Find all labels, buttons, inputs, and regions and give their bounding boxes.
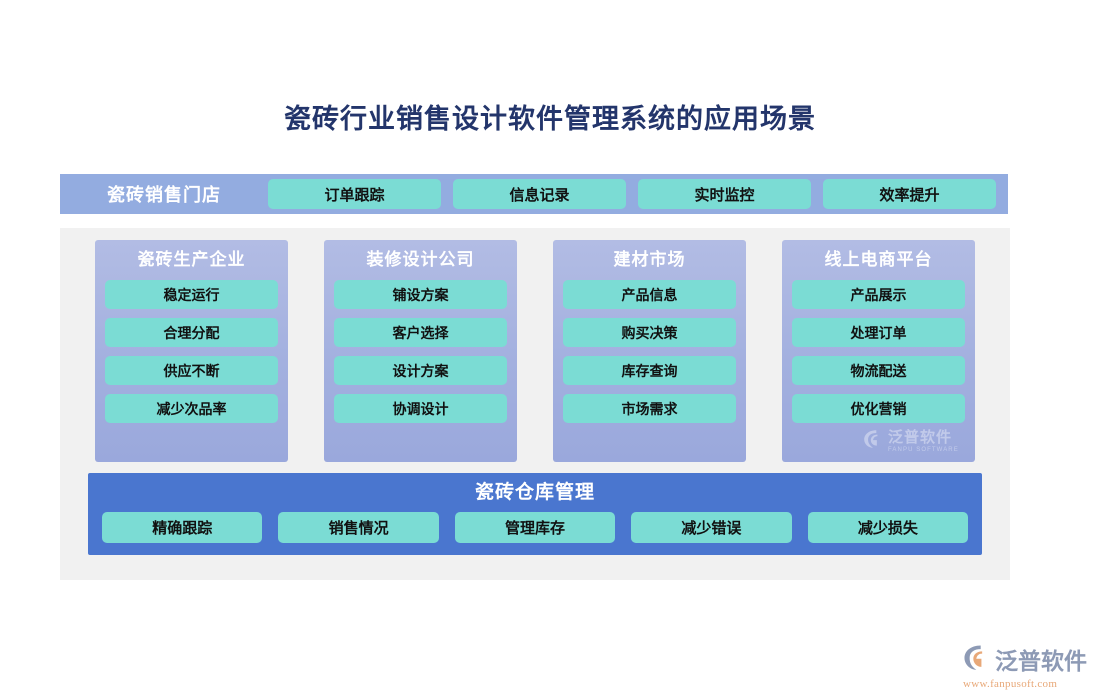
corner-logo-url: www.fanpusoft.com xyxy=(963,678,1058,690)
bottom-bar-title: 瓷砖仓库管理 xyxy=(474,482,595,503)
header-bar: 瓷砖销售门店 订单跟踪 信息记录 实时监控 效率提升 xyxy=(60,174,1008,214)
column-item-customer-choice[interactable]: 客户选择 xyxy=(334,318,507,347)
header-title: 瓷砖销售门店 xyxy=(107,185,221,205)
bottom-item-sales-status[interactable]: 销售情况 xyxy=(278,512,439,543)
bottom-bar-items: 精确跟踪 销售情况 管理库存 减少错误 减少损失 xyxy=(102,512,969,543)
column-item-laying-plan[interactable]: 铺设方案 xyxy=(334,280,507,309)
column-item-reasonable-allocation[interactable]: 合理分配 xyxy=(105,318,278,347)
column-item-inventory-query[interactable]: 库存查询 xyxy=(563,356,736,385)
corner-logo-row: 泛普软件 xyxy=(962,644,1087,677)
corner-logo: 泛普软件 www.fanpusoft.com xyxy=(962,644,1087,690)
corner-logo-name: 泛普软件 xyxy=(995,647,1087,674)
column-item-reduce-defect-rate[interactable]: 减少次品率 xyxy=(105,394,278,423)
column-item-coordinated-design[interactable]: 协调设计 xyxy=(334,394,507,423)
bottom-item-precise-tracking[interactable]: 精确跟踪 xyxy=(102,512,263,543)
column-card-online-ecommerce-platform[interactable]: 线上电商平台 产品展示 处理订单 物流配送 优化营销 xyxy=(782,240,975,462)
header-pill-order-tracking[interactable]: 订单跟踪 xyxy=(268,179,441,209)
column-item-optimize-marketing[interactable]: 优化营销 xyxy=(792,394,965,423)
bottom-item-manage-inventory[interactable]: 管理库存 xyxy=(454,512,616,543)
bottom-item-reduce-errors[interactable]: 减少错误 xyxy=(631,512,792,543)
column-item-market-demand[interactable]: 市场需求 xyxy=(563,394,736,423)
column-title: 装修设计公司 xyxy=(366,250,475,269)
page-title: 瓷砖行业销售设计软件管理系统的应用场景 xyxy=(284,104,816,134)
bottom-bar-warehouse-management: 瓷砖仓库管理 精确跟踪 销售情况 管理库存 减少错误 减少损失 xyxy=(88,473,982,555)
column-card-tile-manufacturer[interactable]: 瓷砖生产企业 稳定运行 合理分配 供应不断 减少次品率 xyxy=(95,240,288,462)
column-card-decoration-design-company[interactable]: 装修设计公司 铺设方案 客户选择 设计方案 协调设计 xyxy=(324,240,517,462)
column-item-product-display[interactable]: 产品展示 xyxy=(792,280,965,309)
column-card-building-materials-market[interactable]: 建材市场 产品信息 购买决策 库存查询 市场需求 xyxy=(553,240,746,462)
column-title: 建材市场 xyxy=(613,250,686,269)
column-item-continuous-supply[interactable]: 供应不断 xyxy=(105,356,278,385)
column-item-stable-operation[interactable]: 稳定运行 xyxy=(105,280,278,309)
column-title: 线上电商平台 xyxy=(824,250,933,269)
column-item-logistics-delivery[interactable]: 物流配送 xyxy=(792,356,965,385)
column-item-design-plan[interactable]: 设计方案 xyxy=(334,356,507,385)
header-pill-information-record[interactable]: 信息记录 xyxy=(453,179,626,209)
header-pill-realtime-monitoring[interactable]: 实时监控 xyxy=(638,179,811,209)
column-title: 瓷砖生产企业 xyxy=(137,250,246,269)
fanpu-brand-icon xyxy=(962,644,992,677)
bottom-item-reduce-losses[interactable]: 减少损失 xyxy=(807,512,969,543)
column-item-process-orders[interactable]: 处理订单 xyxy=(792,318,965,347)
column-item-product-information[interactable]: 产品信息 xyxy=(563,280,736,309)
header-pill-efficiency-improvement[interactable]: 效率提升 xyxy=(823,179,996,209)
category-columns: 瓷砖生产企业 稳定运行 合理分配 供应不断 减少次品率 装修设计公司 铺设方案 … xyxy=(95,240,975,462)
column-item-purchase-decision[interactable]: 购买决策 xyxy=(563,318,736,347)
